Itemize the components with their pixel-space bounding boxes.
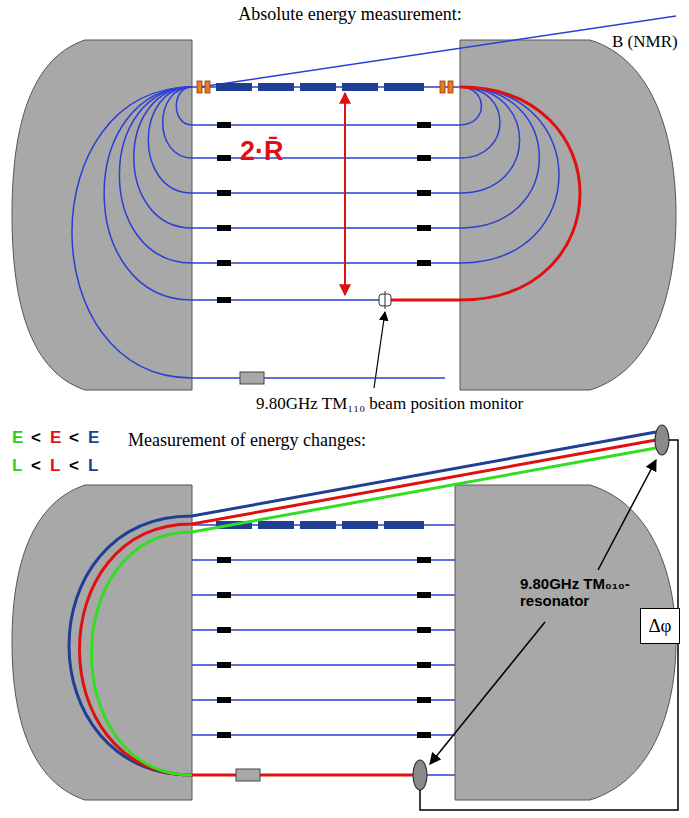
relation-sign: < (31, 456, 41, 476)
relation-sign: < (69, 456, 79, 476)
bpm-label: 9.80GHz TM₁₁₀ beam position monitor (256, 394, 523, 414)
measured-orbit (192, 774, 415, 777)
steering-magnets (197, 81, 453, 93)
relation-sign: < (31, 428, 41, 448)
beam-position-monitor (379, 291, 391, 309)
field-label: B (NMR) (612, 32, 678, 52)
injection-line (192, 377, 445, 379)
energy-symbol: E (12, 428, 23, 448)
leader-line (374, 312, 385, 388)
injector-element (236, 769, 260, 781)
length-symbol: L (88, 456, 98, 476)
energy-symbol: E (88, 428, 99, 448)
length-symbol: L (12, 456, 22, 476)
orbits (192, 557, 455, 738)
left-magnet (12, 485, 192, 800)
phase-detector-box: Δφ (640, 608, 679, 645)
right-magnet (460, 40, 676, 390)
extraction-line (200, 16, 676, 87)
node-text: Δφ (648, 616, 671, 637)
left-magnet (12, 40, 192, 390)
injector-element (240, 372, 264, 384)
orbit-low-energy (92, 448, 657, 775)
tm010-resonator (655, 425, 669, 455)
length-symbol: L (50, 456, 60, 476)
energy-symbol: E (50, 428, 61, 448)
panel-title: Measurement of energy changes: (128, 430, 366, 451)
panel-title: Absolute energy measurement: (238, 4, 462, 25)
resonator-label: 9.80GHz TM₀₁₀-resonator (520, 575, 660, 610)
measured-orbit (460, 87, 580, 300)
leader-line (598, 460, 656, 570)
beam-line (425, 774, 455, 776)
tm010-resonator (413, 760, 427, 790)
signal-cable (420, 644, 678, 810)
signal-cable (669, 440, 678, 608)
measured-orbit (390, 299, 460, 302)
leader-line (430, 622, 545, 764)
orbits (72, 87, 559, 378)
diameter-arrow (344, 93, 346, 295)
linac (216, 83, 424, 91)
diameter-label: 2·R̄ (240, 136, 284, 167)
relation-sign: < (69, 428, 79, 448)
